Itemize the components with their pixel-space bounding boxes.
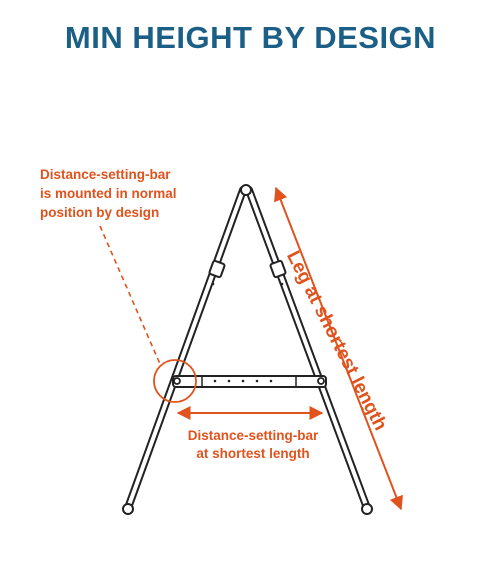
bar-note-line-1: Distance-setting-bar	[187, 428, 319, 443]
bar-length-note: Distance-setting-bar at shortest length	[168, 427, 338, 463]
mounted-note-line-1: Distance-setting-bar	[40, 167, 171, 182]
left-foot	[122, 503, 134, 515]
left-leg-rivet	[211, 282, 215, 286]
leg-length-arrow	[274, 186, 403, 511]
page-title: MIN HEIGHT BY DESIGN	[64, 20, 437, 55]
mounted-note-line-3: position by design	[40, 205, 160, 220]
bar-note-line-2: at shortest length	[196, 446, 310, 461]
mount-highlight-circle	[153, 359, 197, 403]
mounted-note-leader	[99, 225, 161, 365]
mounted-note-line-2: is mounted in normal	[40, 186, 177, 201]
left-bar-pin	[173, 377, 181, 385]
right-leg-rivet	[280, 282, 284, 286]
mounted-position-note: Distance-setting-bar is mounted in norma…	[40, 165, 177, 222]
top-hinge	[240, 184, 252, 196]
left-leg-clamp	[208, 259, 226, 279]
right-bar-pin	[317, 377, 325, 385]
left-leg	[124, 186, 247, 512]
right-foot	[361, 503, 373, 515]
